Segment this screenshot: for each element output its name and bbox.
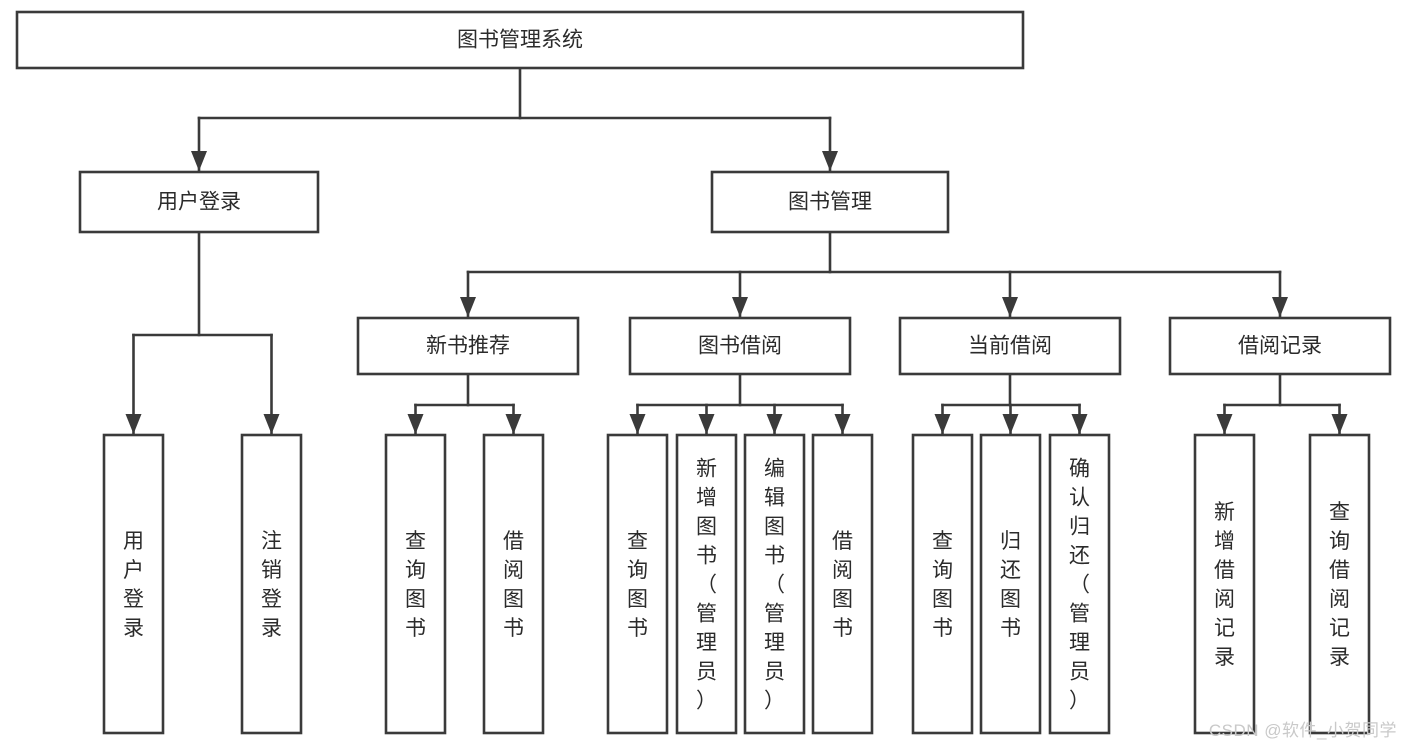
arrow-head-icon-leaf-query-borrow-record [1331, 414, 1348, 434]
node-leaf-add-book-admin[interactable]: 新增图书（管理员） [675, 433, 738, 735]
arrow-head-icon-leaf-add-book-admin [698, 414, 715, 434]
node-box-leaf-logout [240, 433, 303, 735]
node-root[interactable]: 图书管理系统 [15, 10, 1025, 70]
node-leaf-logout[interactable]: 注销登录 [240, 433, 303, 735]
arrow-head-icon-leaf-query-book-rec [407, 414, 424, 434]
node-leaf-borrow-book-rec[interactable]: 借阅图书 [482, 433, 545, 735]
arrow-head-icon-leaf-edit-book-admin [766, 414, 783, 434]
arrow-head-icon-borrow-record [1272, 297, 1288, 317]
arrow-head-icon-leaf-borrow-book [834, 414, 851, 434]
node-label-book-manage: 图书管理 [788, 191, 872, 214]
arrow-head-icon-leaf-query-book-borrow [629, 414, 646, 434]
node-box-leaf-confirm-return-admin [1048, 433, 1111, 735]
node-box-leaf-query-borrow-record [1308, 433, 1371, 735]
node-book-manage[interactable]: 图书管理 [710, 170, 950, 234]
node-label-leaf-query-book-borrow: 查询图书 [627, 530, 648, 640]
arrow-head-icon-leaf-logout [263, 414, 280, 434]
node-label-leaf-return-book: 归还图书 [1000, 530, 1021, 640]
node-box-book-manage [710, 170, 950, 234]
node-label-leaf-query-book-rec: 查询图书 [405, 530, 426, 640]
node-label-leaf-add-book-admin: 新增图书（管理员） [696, 458, 717, 713]
node-leaf-borrow-book[interactable]: 借阅图书 [811, 433, 874, 735]
csdn-watermark: CSDN @软件_小贺同学 [1208, 721, 1397, 740]
arrow-head-icon-book-manage [822, 151, 838, 171]
node-label-leaf-query-book-current: 查询图书 [932, 530, 953, 640]
arrow-head-icon-leaf-confirm-return-admin [1071, 414, 1088, 434]
node-box-leaf-borrow-book [811, 433, 874, 735]
node-box-root [15, 10, 1025, 70]
node-label-leaf-edit-book-admin: 编辑图书（管理员） [764, 458, 785, 713]
node-box-user-login [78, 170, 320, 234]
node-box-leaf-query-book-current [911, 433, 974, 735]
node-box-leaf-add-borrow-record [1193, 433, 1256, 735]
node-user-login[interactable]: 用户登录 [78, 170, 320, 234]
node-label-root: 图书管理系统 [457, 29, 583, 52]
node-label-leaf-confirm-return-admin: 确认归还（管理员） [1069, 458, 1090, 713]
node-leaf-query-borrow-record[interactable]: 查询借阅记录 [1308, 433, 1371, 735]
node-label-new-book-recommend: 新书推荐 [426, 335, 510, 358]
arrow-head-icon-leaf-add-borrow-record [1216, 414, 1233, 434]
node-box-book-borrow [628, 316, 852, 376]
connector-layer [125, 66, 1348, 435]
node-leaf-user-login[interactable]: 用户登录 [102, 433, 165, 735]
node-layer: 图书管理系统用户登录图书管理新书推荐图书借阅当前借阅借阅记录用户登录注销登录查询… [15, 10, 1392, 735]
node-label-leaf-borrow-book: 借阅图书 [832, 530, 853, 640]
node-box-leaf-add-book-admin [675, 433, 738, 735]
arrow-head-icon-leaf-return-book [1002, 414, 1019, 434]
node-box-leaf-query-book-borrow [606, 433, 669, 735]
node-box-leaf-query-book-rec [384, 433, 447, 735]
node-book-borrow[interactable]: 图书借阅 [628, 316, 852, 376]
node-leaf-query-book-borrow[interactable]: 查询图书 [606, 433, 669, 735]
node-box-new-book-recommend [356, 316, 580, 376]
node-label-leaf-logout: 注销登录 [261, 530, 282, 640]
node-leaf-query-book-rec[interactable]: 查询图书 [384, 433, 447, 735]
node-label-leaf-borrow-book-rec: 借阅图书 [503, 530, 524, 640]
node-label-leaf-add-borrow-record: 新增借阅记录 [1214, 501, 1235, 669]
arrow-head-icon-leaf-query-book-current [934, 414, 951, 434]
arrow-head-icon-book-borrow [732, 297, 748, 317]
arrow-head-icon-new-book-recommend [460, 297, 476, 317]
node-box-leaf-edit-book-admin [743, 433, 806, 735]
node-label-leaf-query-borrow-record: 查询借阅记录 [1329, 501, 1350, 669]
node-box-leaf-return-book [979, 433, 1042, 735]
node-leaf-return-book[interactable]: 归还图书 [979, 433, 1042, 735]
node-box-leaf-borrow-book-rec [482, 433, 545, 735]
node-box-leaf-user-login [102, 433, 165, 735]
node-box-borrow-record [1168, 316, 1392, 376]
arrow-head-icon-leaf-user-login [125, 414, 142, 434]
node-leaf-query-book-current[interactable]: 查询图书 [911, 433, 974, 735]
node-current-borrow[interactable]: 当前借阅 [898, 316, 1122, 376]
node-label-borrow-record: 借阅记录 [1238, 335, 1322, 358]
node-label-user-login: 用户登录 [157, 191, 241, 214]
node-borrow-record[interactable]: 借阅记录 [1168, 316, 1392, 376]
arrow-head-icon-current-borrow [1002, 297, 1018, 317]
arrow-head-icon-leaf-borrow-book-rec [505, 414, 522, 434]
arrow-head-icon-user-login [191, 151, 207, 171]
node-label-current-borrow: 当前借阅 [968, 335, 1052, 358]
node-leaf-add-borrow-record[interactable]: 新增借阅记录 [1193, 433, 1256, 735]
node-label-leaf-user-login: 用户登录 [123, 530, 144, 640]
node-box-current-borrow [898, 316, 1122, 376]
node-label-book-borrow: 图书借阅 [698, 335, 782, 358]
node-leaf-confirm-return-admin[interactable]: 确认归还（管理员） [1048, 433, 1111, 735]
node-leaf-edit-book-admin[interactable]: 编辑图书（管理员） [743, 433, 806, 735]
node-new-book-recommend[interactable]: 新书推荐 [356, 316, 580, 376]
